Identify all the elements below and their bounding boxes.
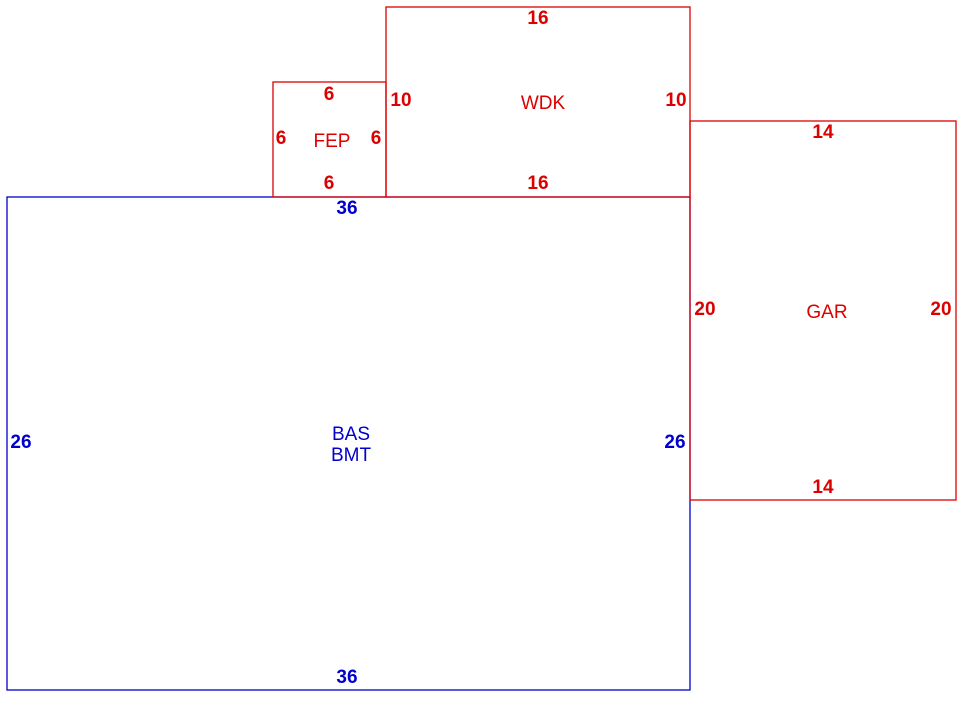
bas-label-line2: BMT <box>331 445 372 466</box>
gar-dim-left: 20 <box>694 299 715 320</box>
gar-label: GAR <box>806 302 847 323</box>
gar-dim-right: 20 <box>930 299 951 320</box>
wdk-dim-bottom: 16 <box>527 173 548 194</box>
wdk-dim-left: 10 <box>390 90 411 111</box>
bas-dim-bottom: 36 <box>336 667 357 688</box>
bas-dim-right: 26 <box>664 432 685 453</box>
fep-dim-right: 6 <box>371 128 382 149</box>
area-bas: BAS BMT 36 36 26 26 <box>6 196 691 691</box>
fep-dim-left: 6 <box>276 128 287 149</box>
gar-dim-top: 14 <box>812 122 834 143</box>
gar-outline <box>689 120 957 501</box>
fep-label: FEP <box>314 131 351 152</box>
bas-dim-left: 26 <box>10 432 31 453</box>
area-wdk: WDK 16 16 10 10 <box>385 6 691 198</box>
area-fep: FEP 6 6 6 6 <box>272 81 387 198</box>
fep-dim-bottom: 6 <box>324 173 335 194</box>
fep-dim-top: 6 <box>324 84 335 105</box>
wdk-dim-top: 16 <box>527 8 548 29</box>
wdk-outline <box>385 6 691 198</box>
bas-label-line1: BAS <box>332 424 370 445</box>
wdk-label: WDK <box>521 93 566 114</box>
wdk-dim-right: 10 <box>665 90 686 111</box>
gar-dim-bottom: 14 <box>812 477 834 498</box>
bas-dim-top: 36 <box>336 198 357 219</box>
area-gar: GAR 14 14 20 20 <box>689 120 957 501</box>
